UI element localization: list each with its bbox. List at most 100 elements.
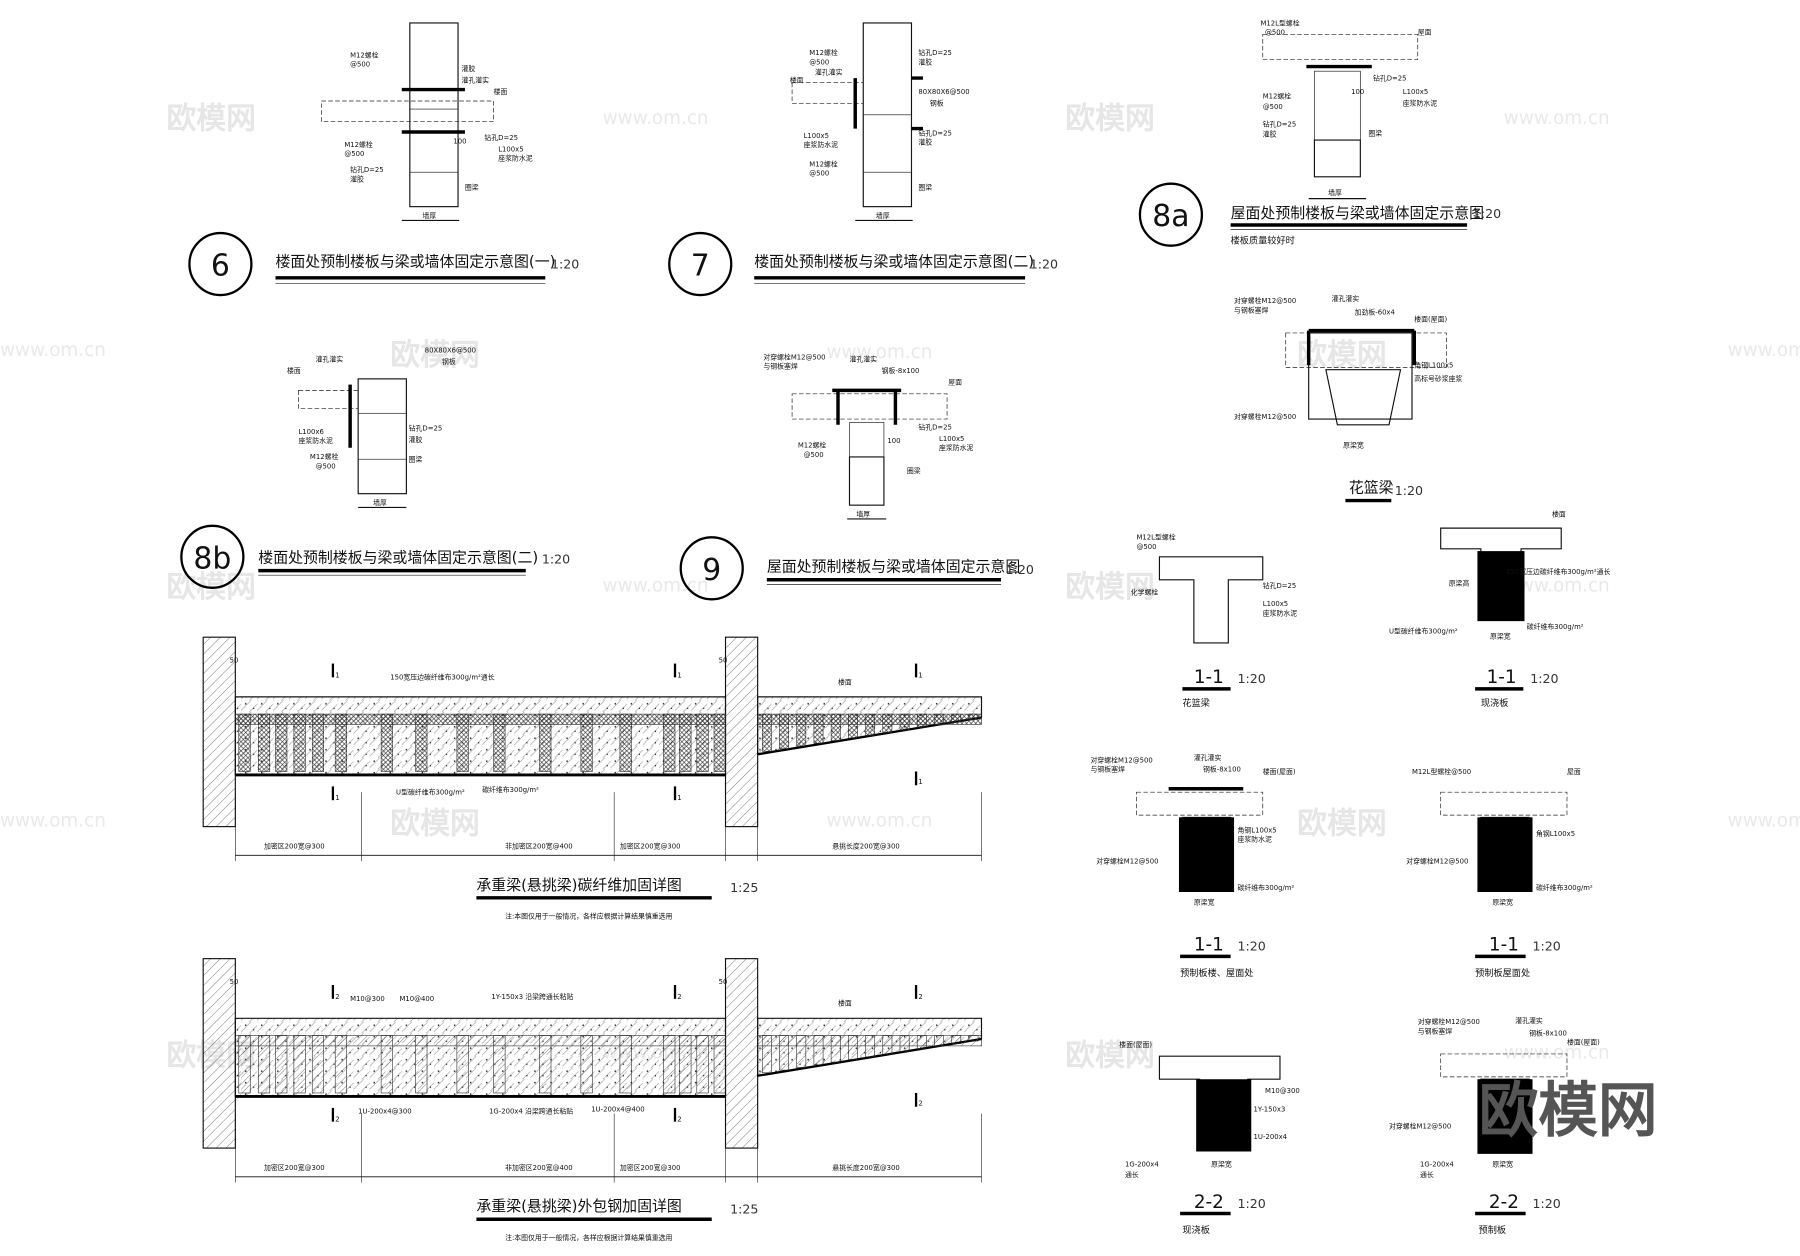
reinforcement-strip (713, 1035, 726, 1094)
section-mark: 2-2 (1489, 1192, 1519, 1213)
reinforcement-strip (380, 1035, 393, 1094)
label: 灌胶 (918, 57, 932, 66)
reinforcement-strip (580, 713, 593, 772)
detail-8b-labels: 楼面 灌孔灌实 80X80X6@500 钢板 L100x6 座浆防水泥 M12螺… (287, 346, 476, 507)
label: 灌孔灌实 (849, 355, 877, 364)
label: 钢板 (442, 357, 456, 366)
label: 楼面(屋面) (1119, 1040, 1152, 1049)
section-scale: 1:20 (1530, 671, 1558, 686)
top-band (235, 713, 726, 725)
label: M12螺栓 (809, 48, 838, 57)
label: L100x5 (498, 146, 523, 154)
label: 原梁宽 (1492, 1159, 1513, 1168)
reinforcement-strip (813, 1035, 824, 1066)
reinforcement-strip (813, 713, 824, 744)
detail-6-labels: M12螺栓 @500 灌胶 灌孔灌实 楼面 钻孔D=25 L100x5 座浆防水… (344, 50, 532, 220)
label: 与钢板塞焊 (763, 362, 797, 371)
label: L100x5 (1263, 600, 1288, 608)
middle-column (724, 636, 759, 828)
reinforcement-strip (899, 1035, 910, 1052)
ring-beam (357, 412, 407, 460)
reinforcement-strip (696, 1035, 709, 1094)
beam-body (234, 696, 727, 776)
callout: M10@400 (399, 995, 434, 1003)
ring-beam (862, 114, 912, 173)
detail-number-circle (1138, 182, 1204, 247)
label: M12螺栓 (1263, 92, 1292, 101)
detail-8b: 楼面 灌孔灌实 80X80X6@500 钢板 L100x6 座浆防水泥 M12螺… (180, 346, 570, 589)
detail-6: M12螺栓 @500 灌胶 灌孔灌实 楼面 钻孔D=25 L100x5 座浆防水… (188, 22, 579, 297)
reinforcement-strip (848, 1035, 858, 1060)
big-watermark-logo: 欧模网 (1479, 1077, 1658, 1146)
precast-slab (1440, 1053, 1568, 1078)
reinforcement-strip (761, 1035, 772, 1074)
watermark-url: www.om.cn (1504, 1043, 1610, 1064)
reinforcement-strip (275, 713, 288, 772)
label: 1G-200x4 (1420, 1160, 1454, 1168)
steel-plate (832, 388, 902, 425)
reinforcement-strip (761, 713, 772, 752)
label: 钻孔D=25 (484, 133, 518, 142)
u-wrap (1178, 817, 1235, 893)
label: 圈梁 (1368, 128, 1382, 137)
label: @500 (1265, 28, 1285, 36)
reinforcement-strip (293, 713, 306, 772)
detail-number-circle (188, 231, 253, 297)
reinforcement-strip (865, 1035, 876, 1058)
section-scale: 1:20 (1533, 1196, 1561, 1211)
label: L100x5 (804, 132, 829, 140)
watermark-url: www.om.cn (1728, 340, 1800, 361)
label: 碳纤维布300g/m² (1238, 883, 1295, 892)
label: 座浆防水泥 (1403, 99, 1437, 108)
label: 座浆防水泥 (498, 154, 532, 163)
label: @500 (809, 58, 829, 66)
watermark-url: www.om.cn (1504, 108, 1610, 129)
beam-title: 承重梁(悬挑梁)碳纤维加固详图 (476, 876, 681, 894)
section-mark: 2 (335, 993, 339, 1001)
reinforcement-strip (293, 1035, 306, 1094)
label: 钻孔D=25 (1263, 119, 1297, 128)
detail-7: M12螺栓 @500 钻孔D=25 灌胶 楼面 灌孔灌实 80X80X6@500… (668, 22, 1058, 297)
reinforcement-strip (415, 1035, 428, 1094)
label: M12螺栓 (350, 50, 379, 59)
watermark-url: www.om.cn (1504, 575, 1610, 596)
label: @500 (1263, 103, 1283, 111)
label: 楼面(屋面) (1263, 767, 1296, 776)
left-column (202, 636, 236, 828)
watermark-logo: 欧模网 (1065, 1038, 1154, 1073)
label: 1G-200x4 (1125, 1160, 1159, 1168)
detail-scale: 1:20 (542, 552, 570, 567)
dim-50: 50 (230, 978, 239, 986)
reinforcement-strip (493, 1035, 506, 1094)
label: 钻孔D=25 (409, 424, 443, 433)
section-caption: 花篮梁 (1182, 697, 1210, 709)
beam-note: 注:本图仅用于一般情况，各样应根据计算结果慎重选用 (505, 911, 672, 920)
reinforcement-strip (968, 1035, 979, 1042)
detail-title: 屋面处预制楼板与梁或墙体固定示意图 (767, 558, 1020, 576)
section-2-2-precast: 对穿螺栓M12@500 与钢板塞焊 灌孔灌实 钢板-8x100 楼面(屋面) 对… (1389, 1016, 1600, 1179)
label: M12L型螺栓 (1260, 18, 1299, 27)
reinforcement-strip (619, 713, 632, 772)
beam-section (1308, 332, 1413, 420)
zone-label: 加密区200宽@300 (264, 1163, 325, 1172)
zone-label: 非加密区200宽@400 (505, 1163, 572, 1172)
section-scale: 1:20 (1238, 1196, 1266, 1211)
reinforcement-strip (796, 1035, 807, 1068)
label: 灌孔灌实 (1332, 294, 1360, 303)
detail-number-circle (679, 536, 744, 601)
section-mark: 1-1 (1194, 667, 1224, 688)
label: @500 (809, 170, 829, 178)
label: 钢板-8x100 (1529, 1029, 1567, 1038)
reinforcement-strip (696, 713, 709, 772)
section-mark: 1 (335, 794, 339, 802)
detail-9: 对穿螺栓M12@500 与钢板塞焊 灌孔灌实 钢板-8x100 屋面 M12螺栓… (679, 352, 1034, 601)
label: 化学螺栓 (1131, 588, 1159, 597)
detail-number: 9 (702, 553, 721, 588)
section-mark: 1-1 (1489, 935, 1519, 956)
precast-slab (791, 82, 864, 104)
watermark-logo: 欧模网 (1297, 807, 1386, 842)
label: 加劲板-60x4 (1355, 308, 1395, 317)
label: 对穿螺栓M12@500 (1234, 412, 1296, 421)
section-mark: 1-1 (1194, 935, 1224, 956)
